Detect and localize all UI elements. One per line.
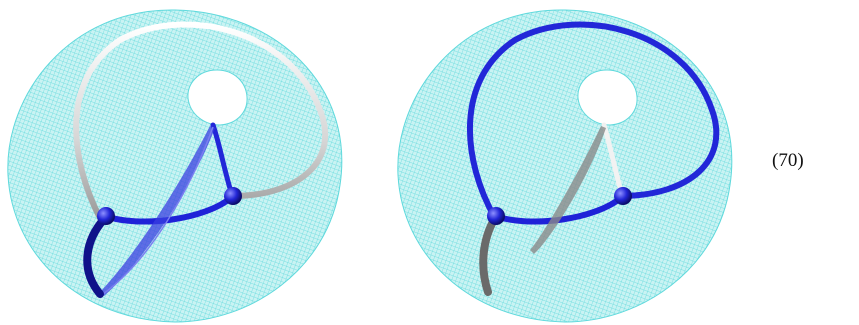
torus-left: [8, 10, 342, 322]
node-left-2: [224, 187, 242, 205]
node-right-2: [614, 187, 632, 205]
equation-number: (70): [772, 150, 804, 172]
torus-surface-right: [398, 10, 732, 322]
node-right-1: [487, 207, 505, 225]
node-left-1: [97, 207, 115, 225]
torus-right: [398, 10, 732, 322]
torus-surface-left: [8, 10, 342, 322]
